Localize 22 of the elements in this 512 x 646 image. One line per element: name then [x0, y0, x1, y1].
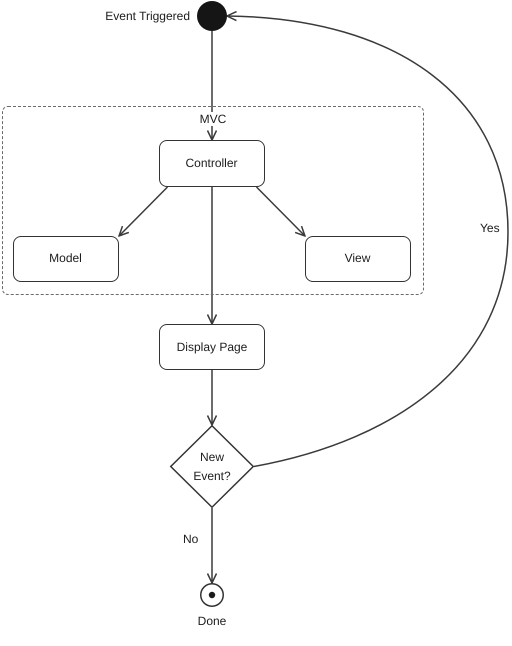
process-label: Display Page	[176, 340, 248, 354]
process-label: View	[344, 251, 370, 266]
state-label: Event Triggered	[104, 9, 190, 24]
decision-label: New Event?	[192, 448, 232, 484]
arrow	[118, 186, 168, 237]
process-box	[304, 236, 410, 282]
arrow	[226, 11, 509, 468]
process-label: Controller	[185, 156, 238, 170]
state-label: Done	[196, 614, 228, 629]
final-node	[200, 583, 224, 607]
process-box	[159, 324, 265, 370]
group-frame	[2, 106, 424, 295]
process-box	[12, 236, 118, 282]
arrow	[206, 31, 218, 141]
process-label: Model	[49, 251, 82, 266]
arrow	[206, 187, 218, 325]
process-box	[158, 140, 264, 186]
arrow	[206, 508, 218, 584]
arrow	[256, 186, 306, 237]
initial-node	[197, 1, 227, 31]
decision-diamond	[170, 425, 254, 508]
arrow	[206, 370, 218, 426]
